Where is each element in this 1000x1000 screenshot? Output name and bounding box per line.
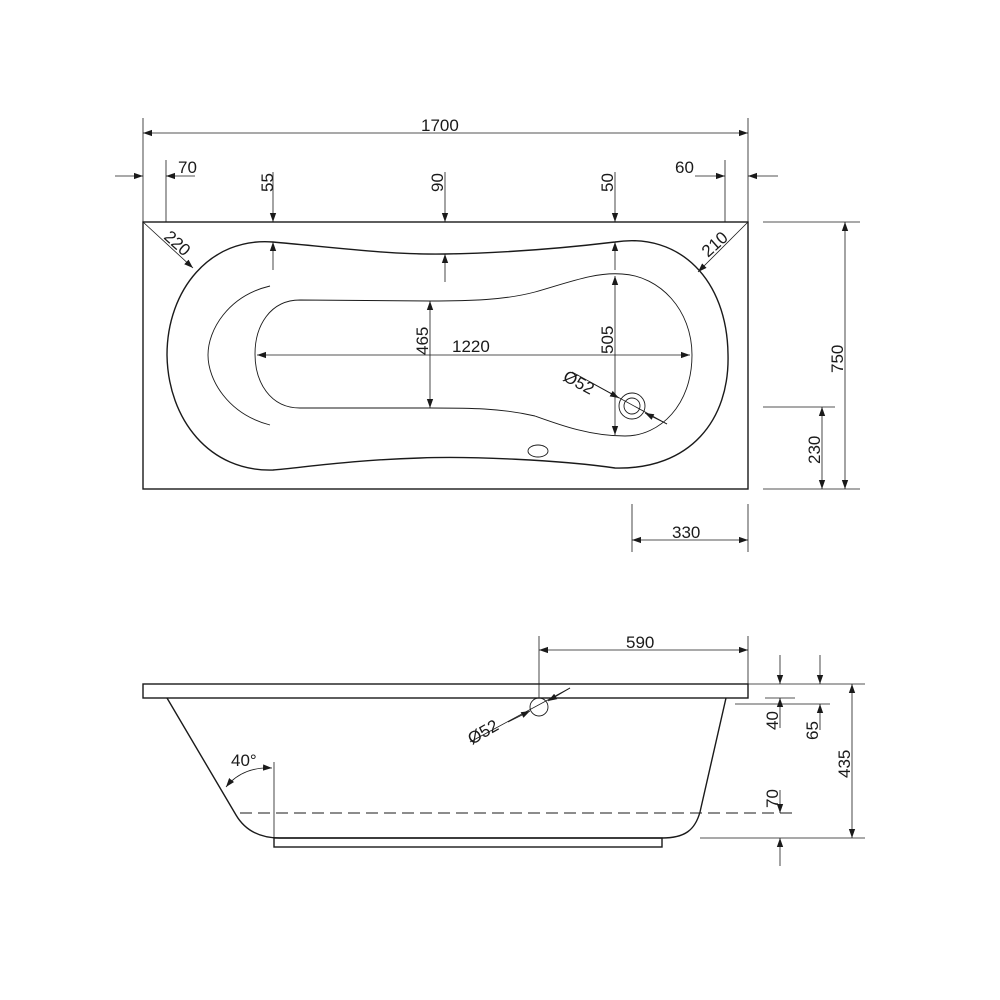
dim-corner-left <box>142 221 194 269</box>
top-right-rim-label: 50 <box>598 173 617 192</box>
top-mid-rim-label: 90 <box>428 173 447 192</box>
corner-left-label: 220 <box>160 227 194 260</box>
drain-from-side-label: 230 <box>805 436 824 464</box>
dim-corner-right <box>697 221 749 273</box>
top-left-rim-label: 55 <box>258 173 277 192</box>
side-view: Ø52 590 40° 40 65 70 435 <box>142 633 865 866</box>
backrest-arc <box>207 285 271 426</box>
drain-inner-circle <box>623 397 641 415</box>
inner-length-label: 1220 <box>452 337 490 356</box>
drain-from-end-label: 330 <box>672 523 700 542</box>
rim-thickness-label: 40 <box>763 711 782 730</box>
base-height-label: 70 <box>763 789 782 808</box>
side-overflow-circle <box>529 697 549 717</box>
corner-right-label: 210 <box>698 228 732 261</box>
overflow-dia-side-label: Ø52 <box>465 716 502 749</box>
base-plate <box>273 837 663 848</box>
angle-arc <box>225 764 273 788</box>
top-view: Ø52 1700 70 60 55 90 50 220 <box>115 116 860 552</box>
bowl-outline <box>166 240 729 471</box>
inner-width-right-label: 505 <box>598 326 617 354</box>
side-rim <box>142 683 749 699</box>
side-overflow-arrow-a <box>507 710 531 723</box>
angle-label: 40° <box>231 751 257 770</box>
overflow-dia-top-label: Ø52 <box>560 367 597 399</box>
overflow-hole <box>527 444 549 458</box>
total-height-label: 435 <box>835 750 854 778</box>
overflow-height-label: 65 <box>803 721 822 740</box>
top-view-outer-rim <box>142 221 749 490</box>
drain-outer-circle <box>618 392 646 420</box>
overflow-offset-side-label: 590 <box>626 633 654 652</box>
overall-length-label: 1700 <box>421 116 459 135</box>
overall-width-label: 750 <box>828 345 847 373</box>
drain-arrow-b <box>644 412 668 425</box>
right-offset-label: 60 <box>675 158 694 177</box>
inner-floor-contour <box>254 273 693 437</box>
left-offset-label: 70 <box>178 158 197 177</box>
inner-width-left-label: 465 <box>413 327 432 355</box>
side-overflow-arrow-b <box>547 687 571 702</box>
